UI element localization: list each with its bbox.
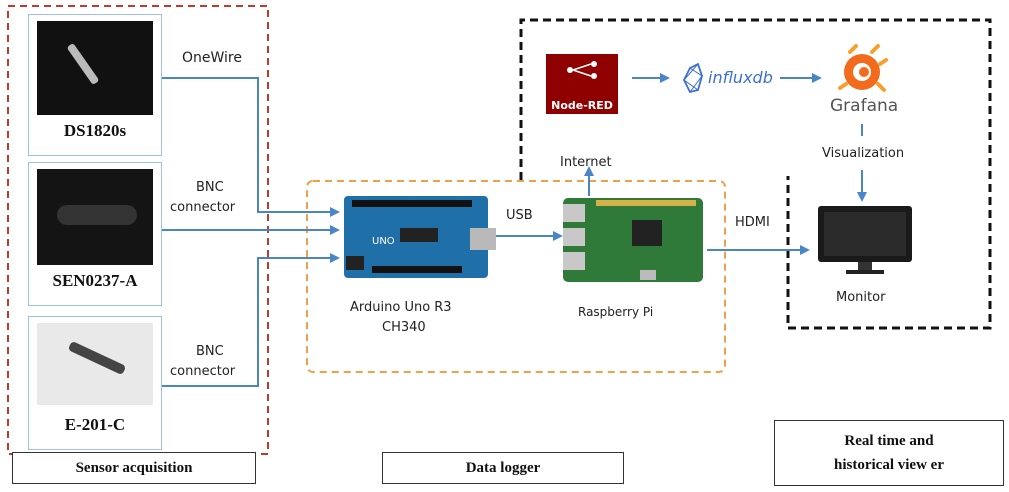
ph-probe-icon (57, 205, 137, 225)
arduino-board: UNO (344, 196, 496, 278)
arduino-label-line1: Arduino Uno R3 (350, 300, 452, 315)
sensor-connection-lines (162, 77, 340, 387)
bnc-label-1-line1: BNC (196, 180, 224, 195)
monitor-label: Monitor (836, 290, 886, 305)
nodered-label: Node-RED (551, 99, 613, 112)
raspberry-pi-label: Raspberry Pi (578, 305, 654, 319)
bnc-line-2 (162, 253, 340, 387)
sensor-acquisition-caption: Sensor acquisition (12, 452, 256, 484)
monitor-device (818, 206, 912, 274)
sensor-name-ds1820s: DS1820s (63, 121, 127, 140)
onewire-line (162, 77, 340, 217)
nodered-logo (546, 54, 618, 114)
ds1820s-photo (37, 21, 153, 115)
sensor-card-sen0237a: SEN0237-A (28, 162, 162, 306)
sensor-card-ds1820s: DS1820s (28, 14, 162, 156)
svg-text:UNO: UNO (372, 236, 395, 247)
sen0237a-photo (37, 169, 153, 265)
viewer-text-line1: Real time and (844, 433, 934, 449)
usb-label: USB (506, 208, 533, 223)
arduino-label-line2: CH340 (382, 320, 426, 335)
internet-label: Internet (560, 155, 612, 170)
data-logger-text: Data logger (465, 459, 541, 476)
raspberry-pi-board (563, 198, 703, 282)
temperature-probe-icon (66, 42, 100, 86)
sensor-name-e201c: E-201-C (64, 415, 126, 434)
bnc-label-2-line1: BNC (196, 344, 224, 359)
bnc-label-2-line2: connector (170, 364, 236, 379)
viewer-text-line2: historical view er (834, 457, 944, 473)
grafana-logo (838, 44, 888, 92)
bnc-label-1-line2: connector (170, 200, 236, 215)
flow-arrows (496, 73, 867, 255)
data-logger-border (306, 180, 726, 373)
data-logger-caption: Data logger (382, 452, 624, 484)
e201c-photo (37, 323, 153, 405)
sensor-name-sen0237a: SEN0237-A (52, 271, 138, 290)
influxdb-logo-icon (682, 62, 703, 94)
electrode-probe-icon (67, 340, 127, 376)
visualization-label: Visualization (822, 146, 905, 161)
influxdb-label: influxdb (708, 68, 773, 87)
sensor-card-e201c: E-201-C (28, 316, 162, 450)
grafana-label: Grafana (830, 96, 899, 116)
hdmi-label: HDMI (735, 215, 770, 230)
viewer-caption: Real time and historical view er (774, 420, 1004, 486)
sensor-acquisition-text: Sensor acquisition (75, 459, 193, 476)
onewire-label: OneWire (182, 50, 242, 66)
viewer-border (519, 18, 992, 330)
